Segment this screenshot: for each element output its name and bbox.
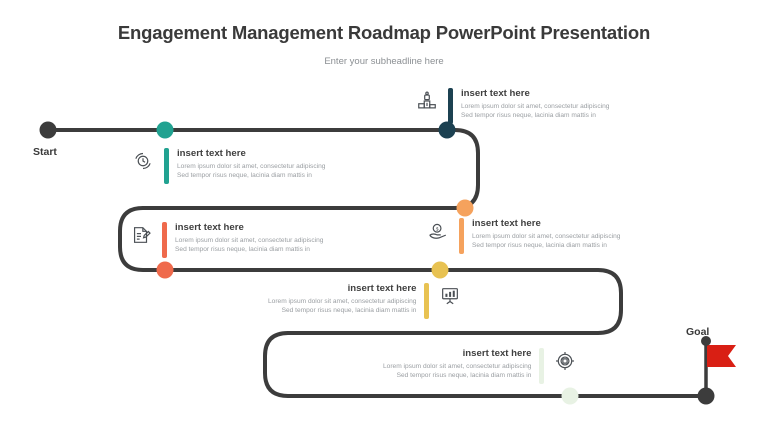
milestone-4-heading: insert text here	[472, 218, 541, 229]
goal-flag-icon	[707, 345, 736, 367]
milestone-dot-1	[438, 121, 456, 139]
milestone-2-heading: insert text here	[177, 148, 246, 159]
milestone-1[interactable]: insert text here Lorem ipsum dolor sit a…	[414, 88, 609, 124]
milestone-dot-3	[156, 261, 174, 279]
milestone-4-body-line2: Sed tempor risus neque, lacinia diam mat…	[472, 241, 607, 249]
clock-time-icon	[130, 148, 156, 174]
milestone-6[interactable]: insert text here Lorem ipsum dolor sit a…	[383, 348, 578, 384]
milestone-2[interactable]: insert text here Lorem ipsum dolor sit a…	[130, 148, 325, 184]
milestone-6-heading: insert text here	[462, 348, 532, 359]
road-segment-4	[263, 331, 708, 398]
goal-dot	[697, 387, 715, 405]
road-segment-2	[118, 206, 420, 272]
document-edit-icon	[128, 222, 154, 248]
milestone-5-body-line1: Lorem ipsum dolor sit amet, consectetur …	[268, 298, 417, 305]
milestone-6-body-line2: Sed tempor risus neque, lacinia diam mat…	[396, 371, 532, 379]
milestone-dot-6	[561, 387, 579, 405]
milestone-4[interactable]: $ insert text here Lorem ipsum dolor sit…	[425, 218, 620, 254]
road-segment-3	[286, 268, 623, 335]
presentation-chart-icon	[437, 283, 463, 309]
milestone-1-body-line2: Sed tempor risus neque, lacinia diam mat…	[461, 111, 596, 119]
milestone-3-body-line1: Lorem ipsum dolor sit amet, consectetur …	[175, 237, 324, 244]
milestone-4-body-line1: Lorem ipsum dolor sit amet, consectetur …	[472, 233, 621, 240]
milestone-1-accent-bar	[448, 88, 453, 124]
milestone-1-heading: insert text here	[461, 88, 530, 99]
target-icon	[552, 348, 578, 374]
milestone-3-accent-bar	[162, 222, 167, 258]
start-dot	[39, 121, 57, 139]
milestone-2-body-line2: Sed tempor risus neque, lacinia diam mat…	[177, 171, 312, 179]
milestone-dot-5	[431, 261, 449, 279]
milestone-5-heading: insert text here	[347, 283, 417, 294]
milestone-1-body-line1: Lorem ipsum dolor sit amet, consectetur …	[461, 103, 610, 110]
hand-coin-icon: $	[425, 218, 451, 244]
milestone-6-body-line1: Lorem ipsum dolor sit amet, consectetur …	[383, 363, 532, 370]
goal-top-dot	[701, 336, 711, 346]
milestone-5[interactable]: insert text here Lorem ipsum dolor sit a…	[268, 283, 463, 319]
page-title: Engagement Management Roadmap PowerPoint…	[117, 22, 651, 43]
milestone-dot-4	[456, 199, 474, 217]
milestone-5-accent-bar	[424, 283, 430, 319]
milestone-5-body-line2: Sed tempor risus neque, lacinia diam mat…	[281, 306, 417, 314]
goal-label: Goal	[686, 326, 710, 338]
milestone-dot-2	[156, 121, 174, 139]
milestone-2-body-line1: Lorem ipsum dolor sit amet, consectetur …	[177, 163, 326, 170]
milestone-3-heading: insert text here	[175, 222, 244, 233]
milestone-6-accent-bar	[539, 348, 545, 384]
milestone-2-accent-bar	[164, 148, 169, 184]
podium-icon	[414, 88, 440, 114]
milestone-3[interactable]: insert text here Lorem ipsum dolor sit a…	[128, 222, 323, 258]
svg-text:$: $	[436, 226, 439, 232]
milestone-3-body-line2: Sed tempor risus neque, lacinia diam mat…	[175, 245, 310, 253]
start-label: Start	[33, 146, 57, 158]
milestone-4-accent-bar	[459, 218, 464, 254]
page-subtitle: Enter your subheadline here	[324, 56, 444, 67]
